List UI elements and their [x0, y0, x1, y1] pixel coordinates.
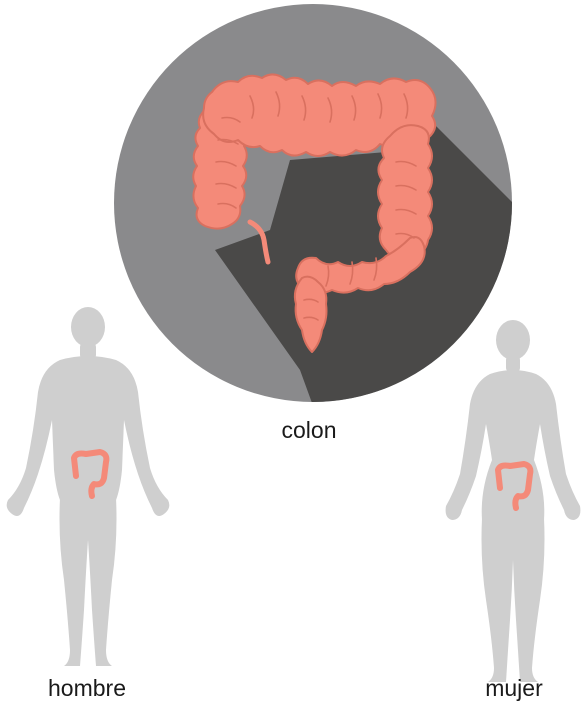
male-label: hombre — [7, 674, 167, 702]
male-body-silhouette — [7, 307, 170, 666]
colon-label: colon — [229, 416, 389, 444]
female-label: mujer — [434, 674, 582, 702]
